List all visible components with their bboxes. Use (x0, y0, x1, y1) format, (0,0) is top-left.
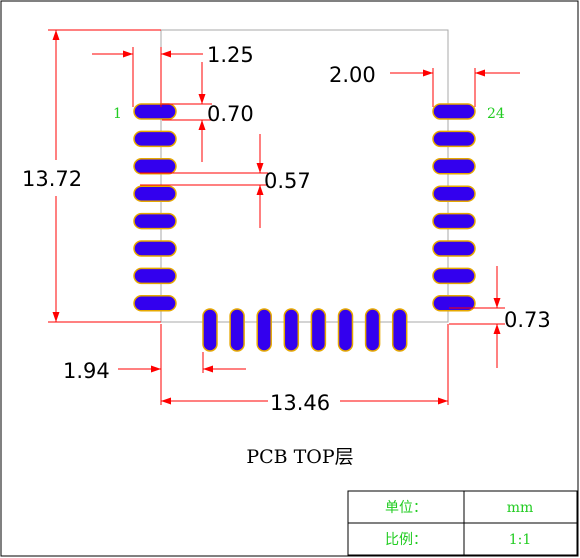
pin-last-label: 24 (487, 106, 505, 122)
pad-left (133, 130, 177, 148)
pad-right (432, 185, 476, 202)
pad-left (133, 240, 177, 257)
pad-left (133, 267, 177, 285)
pads (133, 103, 476, 352)
pad-bottom (364, 308, 381, 352)
pad-left (133, 185, 177, 202)
title-block (347, 490, 578, 556)
pin-first-label: 1 (113, 106, 122, 122)
dim-left-offset: 1.94 (63, 359, 110, 383)
dimension-lines (48, 29, 520, 405)
pad-right (432, 295, 476, 312)
dim-pad-pitch: 1.25 (207, 43, 254, 67)
unit-value: mm (507, 500, 534, 516)
pad-right (432, 158, 476, 175)
dim-body-width: 13.46 (270, 391, 330, 415)
component-outline (160, 29, 449, 323)
pad-bottom (391, 308, 408, 352)
pad-bottom (256, 308, 272, 352)
pad-right (432, 130, 476, 148)
dim-pad-height: 0.70 (207, 102, 254, 126)
pad-right (432, 103, 476, 120)
pad-left (133, 295, 177, 312)
unit-label: 单位： (385, 500, 427, 516)
pad-right (432, 240, 476, 257)
scale-value: 1:1 (509, 532, 532, 548)
dim-body-height: 13.72 (22, 167, 82, 191)
pad-left (133, 158, 177, 175)
pad-bottom (283, 308, 300, 352)
pad-right (432, 267, 476, 285)
pad-bottom (310, 308, 327, 352)
pad-left (133, 103, 177, 120)
dim-right-offset: 2.00 (329, 63, 376, 87)
dim-bottom-offset: 0.73 (504, 308, 551, 332)
drawing-title: PCB TOP层 (246, 446, 353, 468)
scale-label: 比例： (385, 532, 427, 548)
dim-pad-gap: 0.57 (264, 169, 311, 193)
pad-right (432, 212, 476, 230)
pad-bottom (229, 308, 245, 352)
pad-left (133, 212, 177, 230)
pad-bottom (337, 308, 354, 352)
pad-bottom (202, 308, 218, 352)
